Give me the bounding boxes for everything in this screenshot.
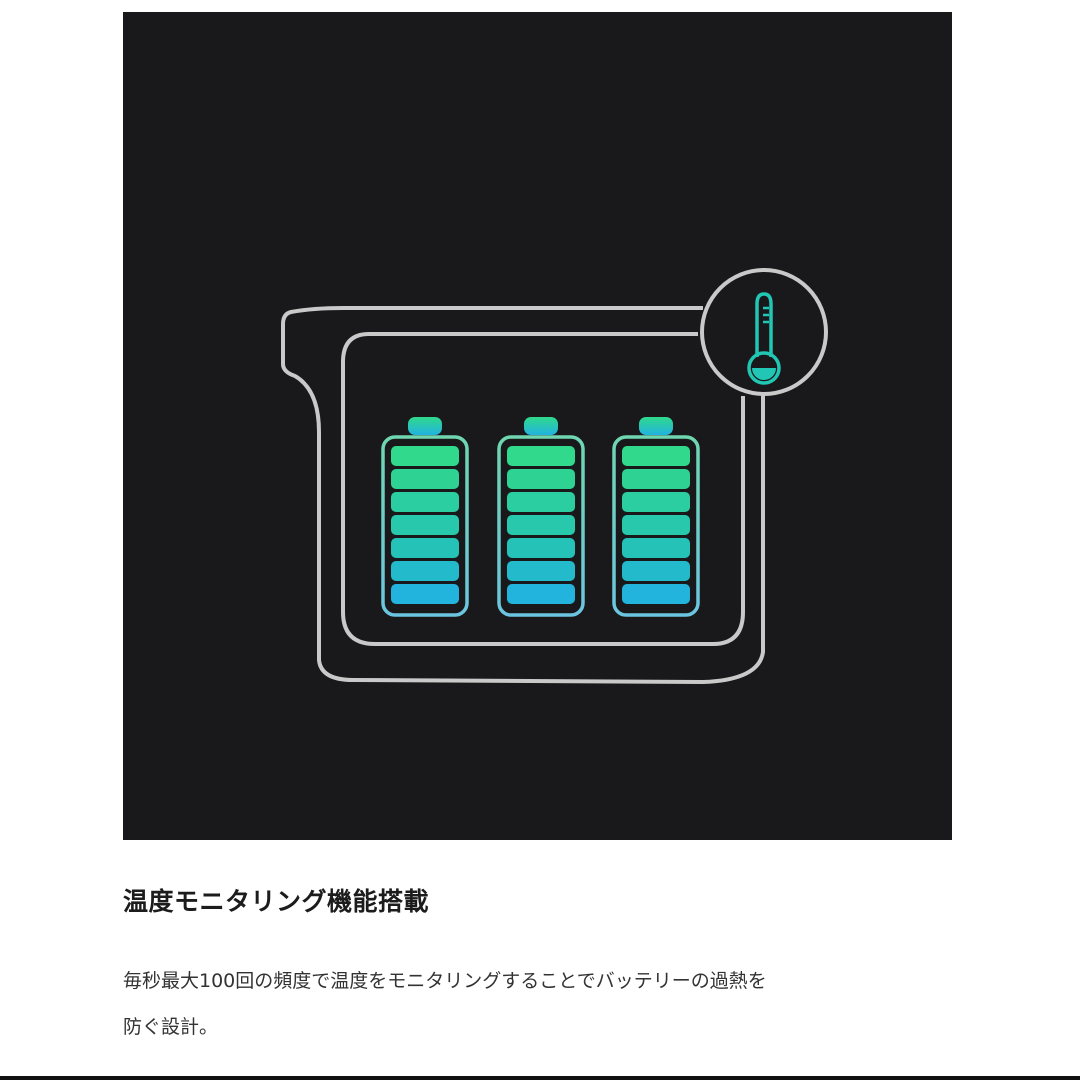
battery-icon-3 xyxy=(612,417,700,617)
bottom-divider xyxy=(0,1076,1080,1080)
description-line-2: 防ぐ設計。 xyxy=(123,1016,219,1038)
thermometer-fill xyxy=(752,368,776,380)
feature-title: 温度モニタリング機能搭載 xyxy=(123,887,430,916)
power-station-outline-icon xyxy=(281,306,765,684)
illustration-panel xyxy=(123,12,952,840)
description-line-1: 毎秒最大100回の頻度で温度をモニタリングすることでバッテリーの過熱を xyxy=(123,970,767,992)
thermometer-icon xyxy=(747,292,781,385)
battery-icon-2 xyxy=(497,417,585,617)
battery-icon-1 xyxy=(381,417,469,617)
thermometer-badge xyxy=(700,268,828,396)
feature-description: 毎秒最大100回の頻度で温度をモニタリングすることでバッテリーの過熱を 防ぐ設計… xyxy=(123,958,963,1050)
power-station-illustration xyxy=(281,268,828,684)
